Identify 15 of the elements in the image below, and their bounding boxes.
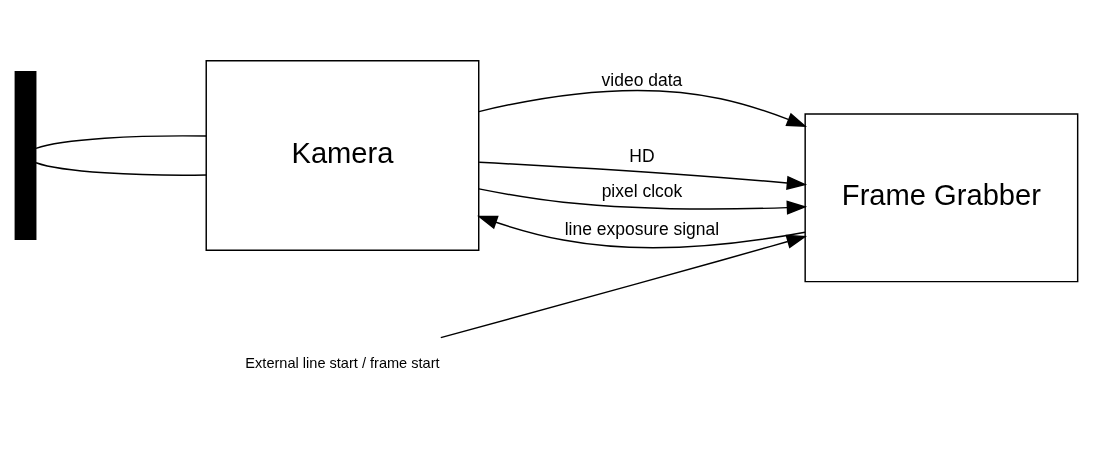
node-text: External line start / frame start — [245, 354, 440, 371]
node-box: Frame Grabber — [804, 112, 1079, 282]
arrow — [478, 89, 807, 127]
edge-label: video data — [601, 69, 683, 90]
arrow — [477, 215, 806, 248]
edge-label: pixel clcok — [601, 180, 683, 201]
edge-label: line exposure signal — [564, 218, 720, 239]
arrow — [440, 234, 808, 338]
node-box: Kamera — [205, 59, 480, 251]
edge-label: HD — [629, 145, 655, 166]
arrow — [478, 187, 808, 215]
arrow — [478, 161, 808, 190]
connector — [35, 134, 207, 149]
connector — [35, 161, 207, 176]
node-bar — [14, 70, 37, 240]
